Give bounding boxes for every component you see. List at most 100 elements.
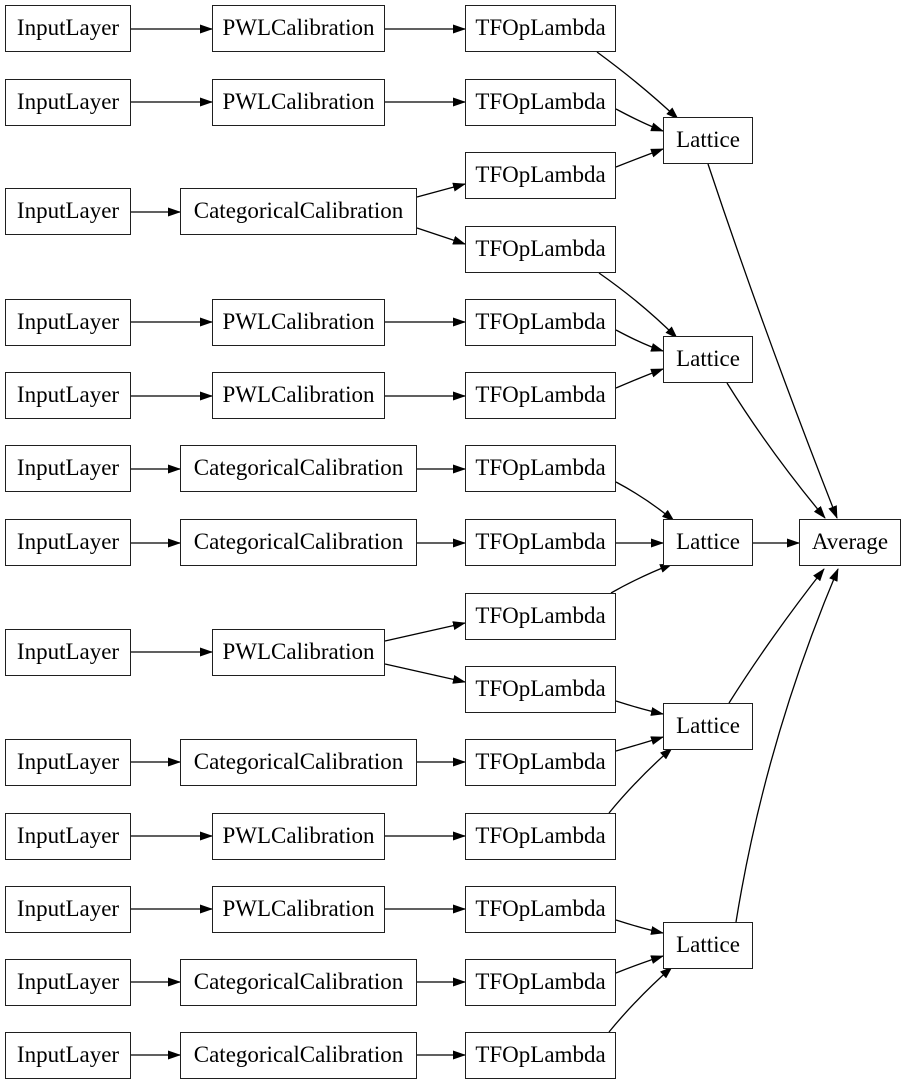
- node-cc6: CategoricalCalibration: [180, 1032, 417, 1079]
- node-label: TFOpLambda: [475, 309, 606, 334]
- node-tf12: TFOpLambda: [465, 813, 616, 860]
- node-tf1: TFOpLambda: [465, 5, 616, 52]
- edge-tf6-lat2: [615, 368, 664, 389]
- edge-tf1-lat1: [596, 51, 679, 120]
- node-pwl2: PWLCalibration: [212, 79, 385, 126]
- node-label: TFOpLambda: [475, 382, 606, 407]
- node-label: InputLayer: [16, 639, 120, 664]
- node-label: CategoricalCalibration: [193, 969, 404, 994]
- node-il11: InputLayer: [5, 886, 131, 933]
- node-il4: InputLayer: [5, 299, 131, 346]
- node-lat4: Lattice: [663, 703, 753, 750]
- node-label: CategoricalCalibration: [193, 529, 404, 554]
- node-label: TFOpLambda: [475, 236, 606, 261]
- edge-tf11-lat4: [615, 736, 664, 752]
- node-lat5: Lattice: [663, 922, 753, 969]
- node-label: TFOpLambda: [475, 749, 606, 774]
- node-pwl7: PWLCalibration: [212, 886, 385, 933]
- node-il9: InputLayer: [5, 739, 131, 786]
- node-tf9: TFOpLambda: [465, 593, 616, 640]
- node-il7: InputLayer: [5, 519, 131, 566]
- edge-tf2-lat1: [615, 108, 664, 132]
- node-label: TFOpLambda: [475, 823, 606, 848]
- node-cc3: CategoricalCalibration: [180, 519, 417, 566]
- node-tf10: TFOpLambda: [465, 666, 616, 713]
- node-label: TFOpLambda: [475, 529, 606, 554]
- edge-tf3-lat1: [615, 148, 664, 168]
- node-cc4: CategoricalCalibration: [180, 739, 417, 786]
- edge-tf5-lat2: [615, 329, 664, 352]
- node-tf14: TFOpLambda: [465, 959, 616, 1006]
- node-pwl3: PWLCalibration: [212, 299, 385, 346]
- node-label: CategoricalCalibration: [193, 198, 404, 223]
- node-label: TFOpLambda: [475, 969, 606, 994]
- node-il13: InputLayer: [5, 1032, 131, 1079]
- node-label: PWLCalibration: [222, 896, 375, 921]
- node-tf7: TFOpLambda: [465, 445, 616, 492]
- node-il1: InputLayer: [5, 5, 131, 52]
- node-label: Lattice: [676, 346, 740, 371]
- node-label: InputLayer: [16, 89, 120, 114]
- edge-lat2-avg: [726, 382, 826, 519]
- node-label: Average: [811, 529, 889, 554]
- node-label: TFOpLambda: [475, 162, 606, 187]
- node-label: InputLayer: [16, 15, 120, 40]
- edge-lat5-avg: [735, 568, 839, 923]
- node-lat3: Lattice: [663, 519, 753, 566]
- node-cc1: CategoricalCalibration: [180, 188, 417, 235]
- node-il6: InputLayer: [5, 445, 131, 492]
- node-label: CategoricalCalibration: [193, 455, 404, 480]
- edge-tf4-lat2: [598, 272, 678, 339]
- node-label: Lattice: [676, 529, 740, 554]
- node-tf11: TFOpLambda: [465, 739, 616, 786]
- node-label: InputLayer: [16, 1042, 120, 1067]
- node-label: InputLayer: [16, 198, 120, 223]
- edge-tf14-lat5: [615, 955, 664, 974]
- node-label: InputLayer: [16, 382, 120, 407]
- node-lat2: Lattice: [663, 336, 753, 383]
- node-label: InputLayer: [16, 455, 120, 480]
- node-il10: InputLayer: [5, 813, 131, 860]
- edge-lat4-avg: [728, 568, 825, 704]
- node-pwl4: PWLCalibration: [212, 372, 385, 419]
- node-label: Lattice: [676, 932, 740, 957]
- node-label: InputLayer: [16, 529, 120, 554]
- node-cc2: CategoricalCalibration: [180, 445, 417, 492]
- node-cc5: CategoricalCalibration: [180, 959, 417, 1006]
- node-label: PWLCalibration: [222, 382, 375, 407]
- node-label: TFOpLambda: [475, 603, 606, 628]
- node-tf13: TFOpLambda: [465, 886, 616, 933]
- edge-cc1-tf4: [416, 227, 466, 245]
- edge-tf9-lat3: [610, 563, 673, 594]
- node-il2: InputLayer: [5, 79, 131, 126]
- node-il12: InputLayer: [5, 959, 131, 1006]
- edge-tf7-lat3: [615, 481, 675, 522]
- node-il3: InputLayer: [5, 188, 131, 235]
- node-pwl1: PWLCalibration: [212, 5, 385, 52]
- node-pwl6: PWLCalibration: [212, 813, 385, 860]
- node-label: CategoricalCalibration: [193, 1042, 404, 1067]
- node-tf15: TFOpLambda: [465, 1032, 616, 1079]
- node-label: TFOpLambda: [475, 15, 606, 40]
- node-label: TFOpLambda: [475, 676, 606, 701]
- node-tf4: TFOpLambda: [465, 226, 616, 273]
- node-tf6: TFOpLambda: [465, 372, 616, 419]
- edge-pwl5-tf9: [384, 621, 466, 642]
- edge-pwl5-tf10: [384, 663, 466, 684]
- node-tf3: TFOpLambda: [465, 152, 616, 199]
- node-label: TFOpLambda: [475, 455, 606, 480]
- node-label: TFOpLambda: [475, 89, 606, 114]
- edge-lat1-avg: [707, 163, 838, 519]
- node-il5: InputLayer: [5, 372, 131, 419]
- node-label: InputLayer: [16, 309, 120, 334]
- edge-tf15-lat5: [608, 966, 673, 1033]
- node-lat1: Lattice: [663, 117, 753, 164]
- node-tf2: TFOpLambda: [465, 79, 616, 126]
- node-label: TFOpLambda: [475, 1042, 606, 1067]
- node-label: InputLayer: [16, 823, 120, 848]
- edge-tf12-lat4: [608, 747, 673, 814]
- edge-cc1-tf3: [416, 182, 466, 198]
- node-label: PWLCalibration: [222, 309, 375, 334]
- node-label: PWLCalibration: [222, 639, 375, 664]
